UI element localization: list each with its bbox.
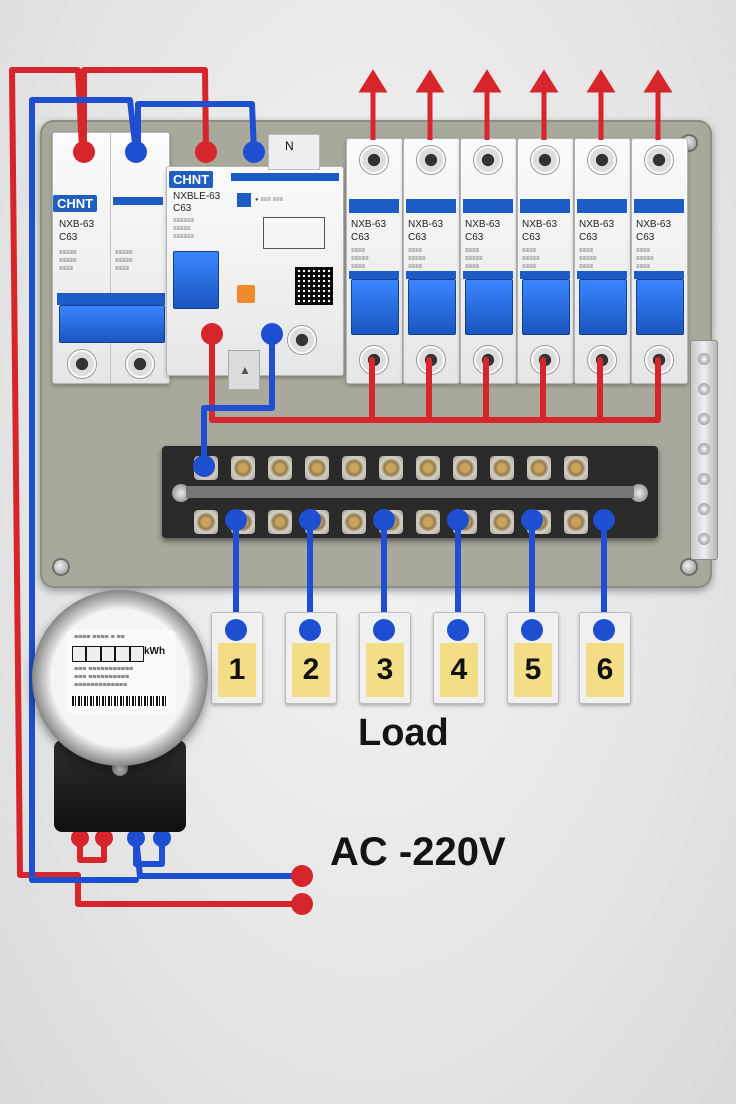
terminal-screw [305, 456, 329, 480]
energy-meter: ≡≡≡≡ ≡≡≡≡ ≡ ≡≡ kWh ≡≡≡ ≡≡≡≡≡≡≡≡≡≡≡≡≡≡ ≡≡… [32, 590, 208, 766]
screw-terminal [473, 145, 503, 175]
branch-breaker-handle[interactable] [408, 279, 456, 335]
branch-breaker-rating: C63 [408, 232, 427, 243]
rcbo-handle[interactable] [173, 251, 219, 309]
branch-breaker-model: NXB-63 [351, 219, 387, 230]
reset-button[interactable] [237, 285, 255, 303]
branch-breaker[interactable]: NXB-63 C63 ≡≡≡≡≡≡≡≡≡≡≡≡≡ [631, 138, 688, 384]
meter-live-wire [77, 835, 107, 863]
rcbo-rating: C63 [173, 203, 192, 214]
load-neutral-wires [233, 517, 607, 631]
panel-screw [54, 560, 68, 574]
load-caption: Load [358, 712, 449, 754]
meter-unit: kWh [144, 646, 166, 657]
load-number: 5 [514, 643, 552, 697]
load-label-2: 2 [285, 612, 337, 704]
load-label-3: 3 [359, 612, 411, 704]
branch-breaker-model: NXB-63 [579, 219, 615, 230]
mount-screw [630, 484, 648, 502]
main-breaker-brand: CHNT [53, 195, 98, 212]
live-wire-main-to-rcbo [81, 67, 209, 155]
mount-screw [172, 484, 190, 502]
branch-breaker-handle[interactable] [522, 279, 570, 335]
connection-dots [71, 141, 615, 915]
screw-terminal [644, 145, 674, 175]
screw-terminal [530, 145, 560, 175]
neutral-bus-bar [690, 340, 718, 560]
branch-breaker-rating: C63 [636, 232, 655, 243]
branch-breaker-model: NXB-63 [465, 219, 501, 230]
load-number: 4 [440, 643, 478, 697]
rcbo-neutral-top: N [268, 134, 320, 170]
rcbo-breaker[interactable]: CHNT NXBLE-63 C63 ≡≡≡≡≡≡≡≡≡≡≡≡≡≡≡≡≡ ● ≡≡… [166, 166, 344, 376]
screw-terminal [287, 325, 317, 355]
branch-breaker-model: NXB-63 [408, 219, 444, 230]
neutral-wire-main-to-rcbo [135, 101, 257, 155]
circuit-symbol [263, 217, 325, 249]
terminal-screw [416, 456, 440, 480]
terminal-screw [194, 510, 218, 534]
load-label-6: 6 [579, 612, 631, 704]
main-breaker-rating: C63 [59, 232, 78, 243]
terminal-screw [527, 456, 551, 480]
live-wire-supply [9, 67, 303, 907]
terminal-screw [231, 456, 255, 480]
screw-terminal [67, 349, 97, 379]
qr-code [295, 267, 333, 305]
branch-breaker-rating: C63 [351, 232, 370, 243]
neutral-to-terminal-block [201, 331, 275, 469]
branch-breaker-rating: C63 [465, 232, 484, 243]
branch-breaker-model: NXB-63 [522, 219, 558, 230]
screw-terminal [587, 145, 617, 175]
terminal-screw [342, 456, 366, 480]
rcbo-model: NXBLE-63 [173, 191, 221, 202]
terminal-screw [490, 456, 514, 480]
terminal-screw [342, 510, 366, 534]
test-button[interactable] [237, 193, 251, 207]
branch-breaker-handle[interactable] [465, 279, 513, 335]
terminal-screw [564, 456, 588, 480]
screw-terminal [416, 145, 446, 175]
terminal-screw [564, 510, 588, 534]
rcbo-bottom-clip: ▲ [228, 350, 260, 390]
main-breaker-handle[interactable] [59, 305, 165, 343]
meter-neutral-wire [133, 835, 165, 867]
branch-breaker-rating: C63 [522, 232, 541, 243]
load-number: 1 [218, 643, 256, 697]
branch-breaker-handle[interactable] [636, 279, 684, 335]
panel-screw [682, 560, 696, 574]
screw-terminal [125, 349, 155, 379]
load-number: 2 [292, 643, 330, 697]
terminal-screw [490, 510, 514, 534]
screw-terminal [359, 145, 389, 175]
terminal-screw [416, 510, 440, 534]
load-number: 6 [586, 643, 624, 697]
branch-breaker[interactable]: NXB-63 C63 ≡≡≡≡≡≡≡≡≡≡≡≡≡ [460, 138, 517, 384]
main-breaker[interactable]: CHNT NXB-63 C63 ≡≡≡≡≡≡≡≡≡≡≡≡≡≡ ≡≡≡≡≡≡≡≡≡… [52, 132, 170, 384]
neutral-label: N [285, 139, 294, 153]
load-label-5: 5 [507, 612, 559, 704]
branch-breaker-handle[interactable] [579, 279, 627, 335]
terminal-rail [186, 486, 634, 498]
terminal-screw [379, 456, 403, 480]
branch-breaker[interactable]: NXB-63 C63 ≡≡≡≡≡≡≡≡≡≡≡≡≡ [517, 138, 574, 384]
branch-breaker-rating: C63 [579, 232, 598, 243]
branch-breaker[interactable]: NXB-63 C63 ≡≡≡≡≡≡≡≡≡≡≡≡≡ [403, 138, 460, 384]
terminal-screw [268, 456, 292, 480]
terminal-screw [268, 510, 292, 534]
main-breaker-model: NXB-63 [59, 219, 95, 230]
terminal-screw [453, 456, 477, 480]
branch-breaker-handle[interactable] [351, 279, 399, 335]
outgoing-arrows [358, 69, 673, 140]
branch-breaker-model: NXB-63 [636, 219, 672, 230]
load-label-1: 1 [211, 612, 263, 704]
rcbo-brand: CHNT [169, 171, 214, 188]
load-label-4: 4 [433, 612, 485, 704]
branch-breaker[interactable]: NXB-63 C63 ≡≡≡≡≡≡≡≡≡≡≡≡≡ [346, 138, 403, 384]
supply-caption: AC -220V [330, 830, 506, 874]
load-number: 3 [366, 643, 404, 697]
live-bus-wire [209, 331, 661, 423]
live-branch-feeds [369, 357, 603, 423]
